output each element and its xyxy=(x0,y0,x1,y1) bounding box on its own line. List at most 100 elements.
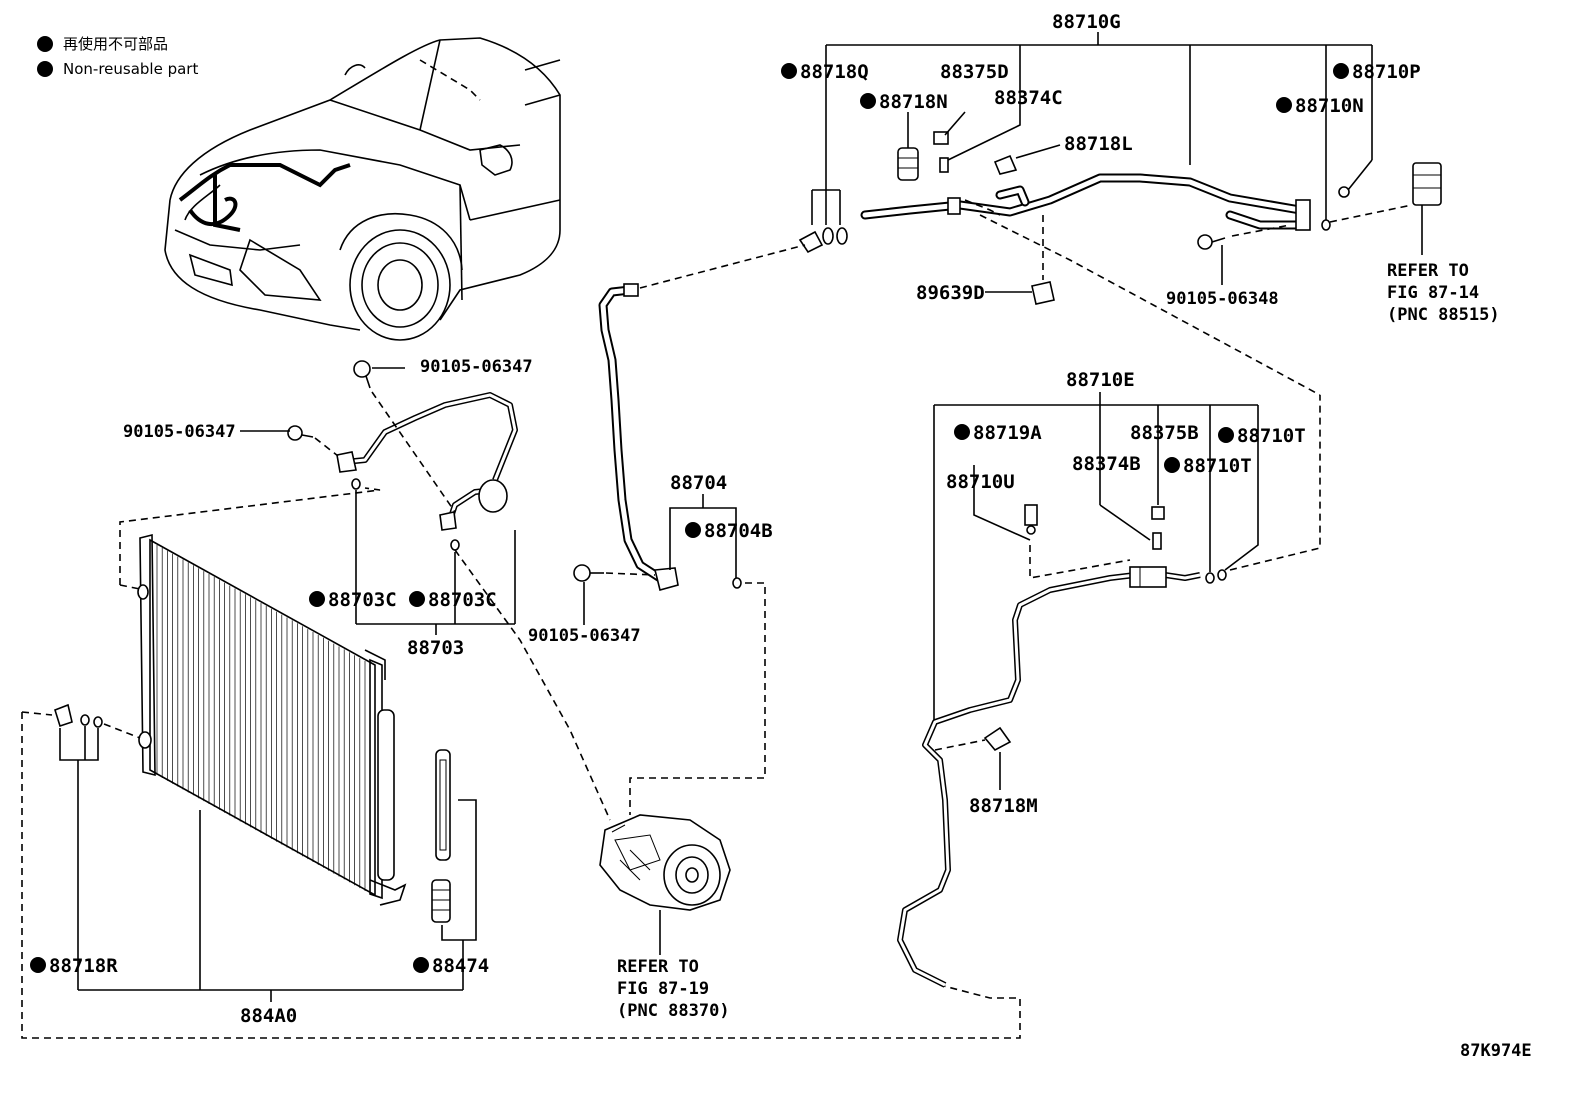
tube-assembly-88710E xyxy=(897,392,1321,988)
clip xyxy=(993,154,1018,175)
label-88710T-b: 88710T xyxy=(1183,455,1252,477)
block-fitting xyxy=(1129,566,1167,588)
label-884A0: 884A0 xyxy=(240,1005,297,1027)
label-89639D: 89639D xyxy=(916,282,985,304)
o-ring xyxy=(450,539,460,551)
label-88718Q: 88718Q xyxy=(800,61,869,83)
clip xyxy=(54,703,73,728)
pressure-switch xyxy=(1024,504,1038,526)
cap xyxy=(1151,506,1165,520)
label-88374C: 88374C xyxy=(994,87,1063,109)
label-90105-06347-b: 90105-06347 xyxy=(123,422,236,442)
service-port xyxy=(947,197,961,215)
pipe-flange xyxy=(1295,199,1311,231)
muffler xyxy=(478,479,508,513)
ref-87-19-line3: (PNC 88370) xyxy=(617,1001,730,1021)
label-88374B: 88374B xyxy=(1072,453,1141,475)
ref-87-14-line3: (PNC 88515) xyxy=(1387,305,1500,325)
label-88704B: 88704B xyxy=(704,520,773,542)
inlet-fitting xyxy=(137,584,149,600)
inlet-fitting xyxy=(138,731,152,749)
bolt xyxy=(573,564,591,582)
label-90105-06347-a: 90105-06347 xyxy=(420,357,533,377)
label-88710E: 88710E xyxy=(1066,369,1135,391)
nonreusable-dot-icon xyxy=(1333,63,1349,79)
label-88703: 88703 xyxy=(407,637,464,659)
label-88718L: 88718L xyxy=(1064,133,1133,155)
label-88710U: 88710U xyxy=(946,471,1015,493)
o-ring xyxy=(351,478,361,490)
label-88710P: 88710P xyxy=(1352,61,1421,83)
label-88718N: 88718N xyxy=(879,91,948,113)
ref-87-19-line2: FIG 87-19 xyxy=(617,979,709,999)
label-88474: 88474 xyxy=(432,955,489,977)
legend-en: Non-reusable part xyxy=(63,60,198,78)
nonreusable-dot-icon xyxy=(413,957,429,973)
label-88710T-a: 88710T xyxy=(1237,425,1306,447)
label-88718M: 88718M xyxy=(969,795,1038,817)
ref-87-14-line1: REFER TO xyxy=(1387,261,1469,281)
label-90105-06348: 90105-06348 xyxy=(1166,289,1279,309)
nonreusable-dot-icon xyxy=(1218,427,1234,443)
label-88704: 88704 xyxy=(670,472,727,494)
legend-dot-icon xyxy=(37,36,53,52)
label-88710G: 88710G xyxy=(1052,11,1121,33)
hose-fitting xyxy=(623,283,639,297)
valve-core xyxy=(897,147,919,181)
label-88703C-b: 88703C xyxy=(428,589,497,611)
label-88710N: 88710N xyxy=(1295,95,1364,117)
filter-plug xyxy=(431,879,451,923)
o-ring xyxy=(836,227,848,245)
clip xyxy=(983,726,1012,752)
compressor xyxy=(599,814,731,955)
bracket xyxy=(1031,281,1055,305)
nonreusable-dot-icon xyxy=(1164,457,1180,473)
evaporator-connector xyxy=(1412,162,1442,206)
hose-fitting xyxy=(439,511,457,531)
legend-dot-icon xyxy=(37,61,53,77)
label-90105-06347-c: 90105-06347 xyxy=(528,626,641,646)
desiccant xyxy=(435,749,451,861)
condenser-fins xyxy=(156,545,371,894)
legend-jp: 再使用不可部品 xyxy=(63,35,168,53)
nonreusable-dot-icon xyxy=(409,591,425,607)
valve-insert xyxy=(1152,532,1162,550)
nonreusable-dot-icon xyxy=(860,93,876,109)
clip xyxy=(798,230,824,254)
pipe-assembly-88710G xyxy=(798,32,1442,396)
label-88375B: 88375B xyxy=(1130,422,1199,444)
ref-87-19-line1: REFER TO xyxy=(617,957,699,977)
valve-insert xyxy=(939,157,949,173)
o-ring xyxy=(822,227,834,245)
hose-88704 xyxy=(573,244,806,815)
ref-87-14-line2: FIG 87-14 xyxy=(1387,283,1479,303)
o-ring xyxy=(1338,186,1350,198)
o-ring xyxy=(80,714,90,726)
condenser xyxy=(21,533,1021,1039)
nonreusable-dot-icon xyxy=(685,522,701,538)
label-88703C-a: 88703C xyxy=(328,589,397,611)
receiver-tank xyxy=(377,709,395,881)
o-ring xyxy=(93,716,103,728)
o-ring xyxy=(1217,569,1227,581)
hose-fitting xyxy=(336,451,357,473)
nonreusable-dot-icon xyxy=(781,63,797,79)
nonreusable-dot-icon xyxy=(30,957,46,973)
hose-88703 xyxy=(119,360,611,821)
label-88719A: 88719A xyxy=(973,422,1042,444)
bolt xyxy=(287,425,303,441)
nonreusable-dot-icon xyxy=(1276,97,1292,113)
bolt xyxy=(1197,234,1213,250)
cap xyxy=(933,131,949,145)
hose-fitting xyxy=(653,567,679,591)
car-illustration xyxy=(164,37,561,341)
label-88718R: 88718R xyxy=(49,955,118,977)
nonreusable-dot-icon xyxy=(954,424,970,440)
o-ring xyxy=(1026,525,1036,535)
nonreusable-dot-icon xyxy=(309,591,325,607)
o-ring xyxy=(1321,219,1331,231)
o-ring xyxy=(1205,572,1215,584)
diagram-id: 87K974E xyxy=(1460,1041,1532,1061)
legend: 再使用不可部品 Non-reusable part xyxy=(37,35,198,78)
